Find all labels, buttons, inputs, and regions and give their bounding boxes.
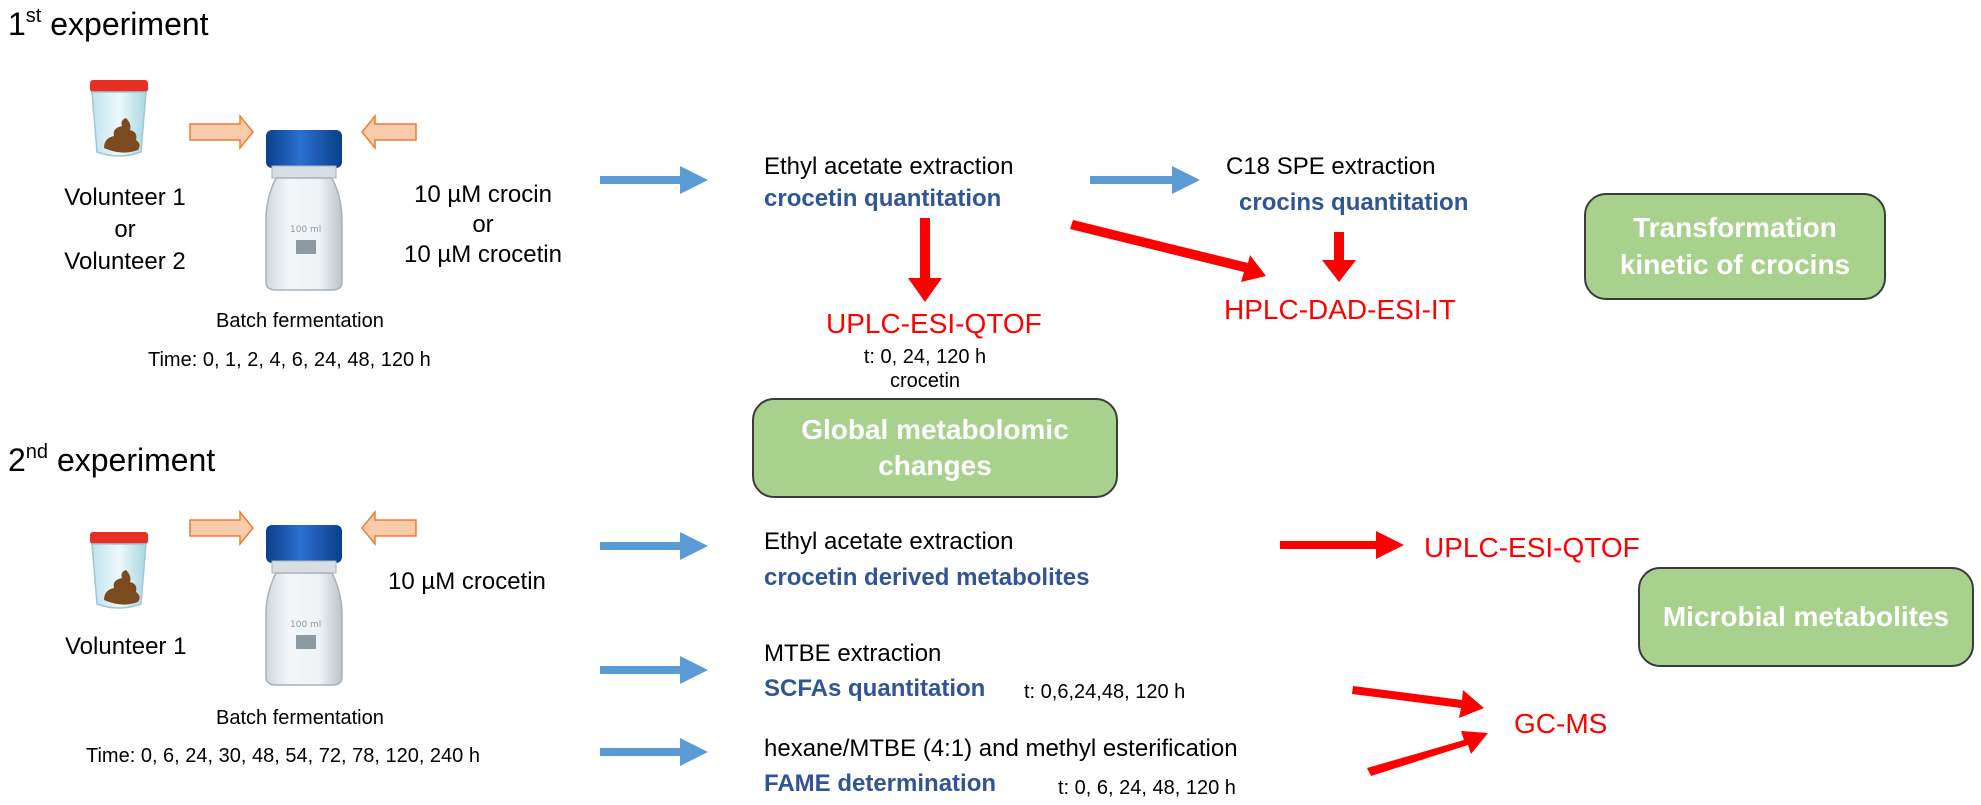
red-arrow-to-gcms-2 [1367, 731, 1488, 776]
red-arrow-to-hplc-diag [1070, 220, 1266, 282]
exp2-mtbe-sub: SCFAs quantitation [764, 675, 986, 702]
orange-arrow-right-2 [189, 509, 254, 547]
blue-arrow-exp2-hexane [600, 738, 708, 766]
exp2-uplc-label: UPLC-ESI-QTOF [1424, 532, 1640, 563]
exp1-c18-title: C18 SPE extraction [1226, 153, 1436, 180]
blue-arrow-exp2-mtbe [600, 656, 708, 684]
exp1-time-label: Time: 0, 1, 2, 4, 6, 24, 48, 120 h [148, 349, 431, 371]
exp2-treatment-label: 10 µM crocetin [388, 568, 546, 595]
exp2-ethyl-title: Ethyl acetate extraction [764, 528, 1014, 555]
exp2-ethyl-sub: crocetin derived metabolites [764, 564, 1090, 591]
exp2-mtbe-title: MTBE extraction [764, 640, 942, 667]
exp2-hexane-title: hexane/MTBE (4:1) and methyl esterificat… [764, 735, 1238, 762]
exp1-treatment-label: 10 µM crocin or 10 µM crocetin [404, 181, 562, 268]
blue-arrow-exp2-ethyl [600, 532, 708, 560]
exp1-hplc-label: HPLC-DAD-ESI-IT [1224, 294, 1456, 325]
exp2-hexane-time: t: 0, 6, 24, 48, 120 h [1058, 777, 1236, 799]
exp1-ethyl-sub: crocetin quantitation [764, 185, 1002, 212]
exp1-ethyl-title: Ethyl acetate extraction [764, 153, 1014, 180]
blue-arrows [600, 166, 1200, 766]
red-arrow-to-uplc-2 [1280, 531, 1404, 559]
exp2-volunteer-label: Volunteer 1 [65, 633, 187, 660]
box-microbial-metabolites: Microbial metabolites [1638, 567, 1974, 667]
exp1-volunteer-label: Volunteer 1 or Volunteer 2 [64, 184, 186, 275]
blue-arrow-exp1-c18 [1090, 166, 1200, 194]
exp2-batch-label: Batch fermentation [216, 707, 384, 729]
exp1-uplc-note: t: 0, 24, 120 h crocetin [863, 346, 987, 392]
fermentation-bottle-icon-2: 100 ml [265, 525, 343, 686]
fermentation-bottle-icon-1: 100 ml [265, 130, 343, 291]
blue-arrow-exp1-main [600, 166, 708, 194]
orange-arrow-right-1 [189, 113, 254, 151]
exp1-uplc-label: UPLC-ESI-QTOF [826, 308, 1042, 339]
exp2-hexane-sub: FAME determination [764, 770, 997, 797]
exp1-c18-sub: crocins quantitation [1239, 189, 1469, 216]
sample-cup-icon-1 [90, 80, 148, 157]
exp2-mtbe-time: t: 0,6,24,48, 120 h [1024, 681, 1186, 703]
red-arrow-to-uplc-1 [908, 218, 942, 302]
svg-text:100 ml: 100 ml [290, 620, 321, 630]
sample-cup-icon-2 [90, 532, 148, 609]
exp1-heading: 1st experiment [8, 5, 209, 42]
orange-arrow-left-1 [361, 113, 417, 151]
red-arrows [908, 218, 1488, 776]
red-arrow-to-gcms-1 [1352, 686, 1484, 718]
exp2-heading: 2nd experiment [8, 441, 216, 478]
exp1-batch-label: Batch fermentation [216, 310, 384, 332]
exp2-time-label: Time: 0, 6, 24, 30, 48, 54, 72, 78, 120,… [86, 745, 480, 767]
orange-arrow-left-2 [361, 509, 417, 547]
exp2-gcms-label: GC-MS [1514, 708, 1608, 739]
red-arrow-to-hplc-c18 [1322, 232, 1356, 282]
svg-text:100 ml: 100 ml [290, 225, 321, 235]
